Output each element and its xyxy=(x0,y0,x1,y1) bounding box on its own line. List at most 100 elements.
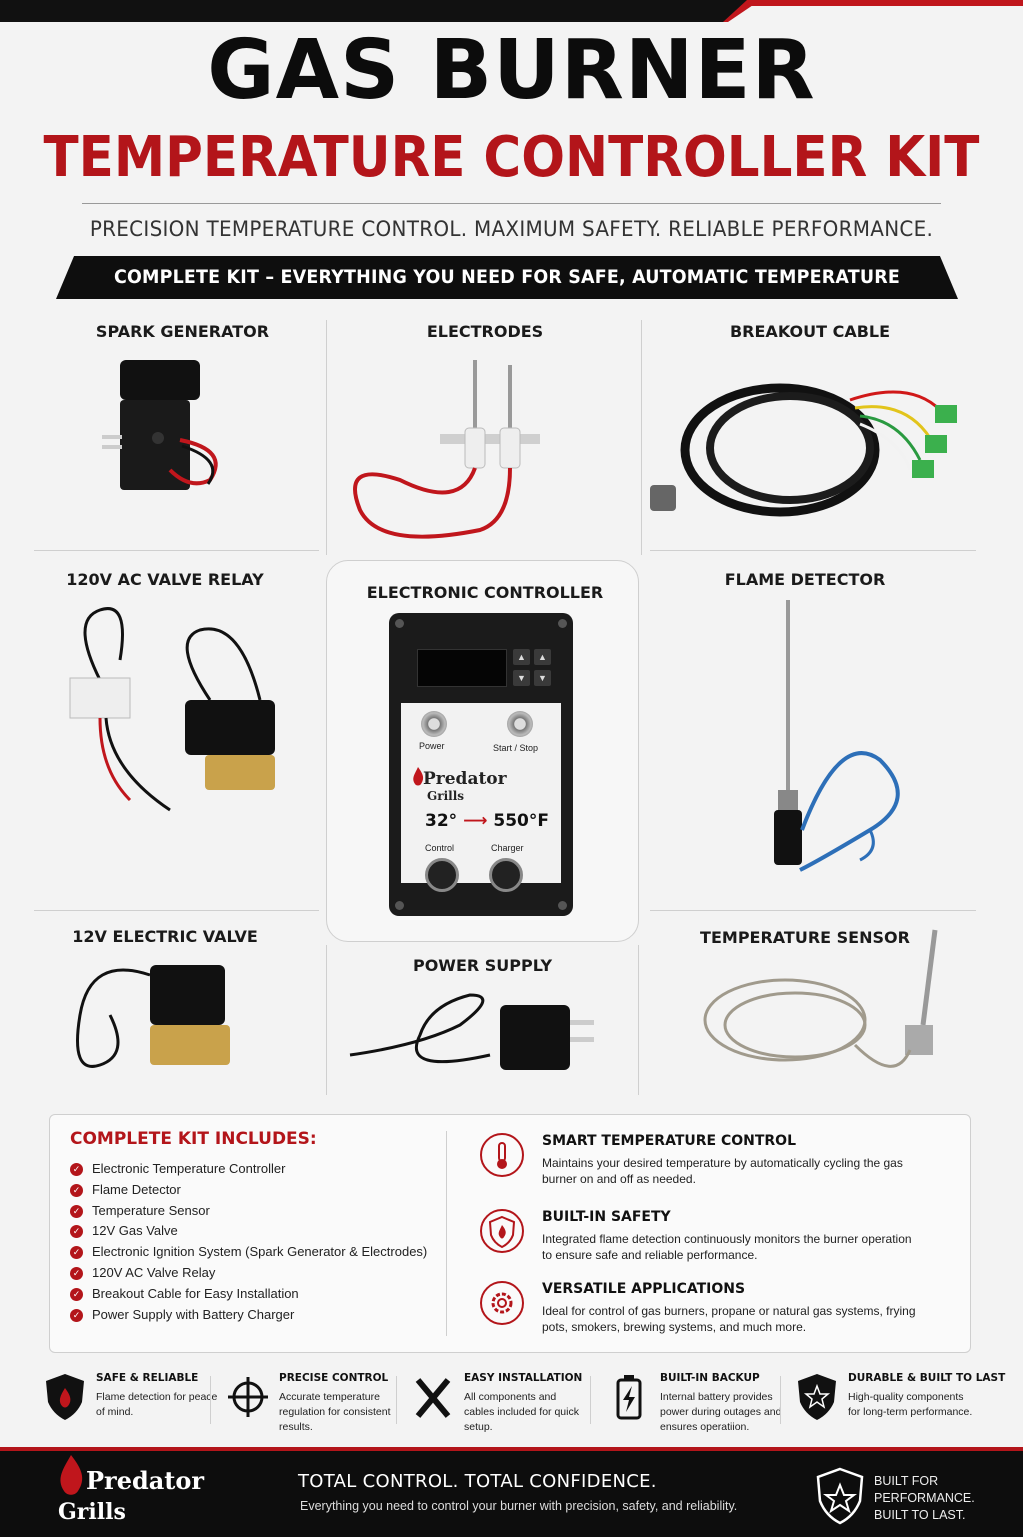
down-arrow-icon[interactable]: ▼ xyxy=(513,670,530,686)
separator xyxy=(210,1376,211,1424)
flame-icon xyxy=(413,767,424,786)
power-button[interactable] xyxy=(421,711,447,737)
flame-detector-image xyxy=(774,600,900,872)
label-breakout-cable: BREAKOUT CABLE xyxy=(729,322,891,341)
bottom-feature-title: EASY INSTALLATION xyxy=(464,1372,583,1384)
built-line: BUILT TO LAST. xyxy=(874,1508,966,1522)
bottom-feature-desc: Accurate temperature regulation for cons… xyxy=(279,1391,391,1433)
label-temperature-sensor: TEMPERATURE SENSOR xyxy=(700,928,910,947)
feature-desc: Ideal for control of gas burners, propan… xyxy=(542,1304,916,1334)
tools-icon xyxy=(415,1378,451,1418)
controller-face: Power Start / Stop Predator Grills 32° ⟶… xyxy=(401,703,561,892)
check-icon: ✓ xyxy=(70,1225,83,1239)
grid-line xyxy=(326,945,327,1095)
label-electrodes: ELECTRODES xyxy=(426,322,544,341)
grid-line xyxy=(650,550,976,551)
list-item: ✓Temperature Sensor xyxy=(70,1201,427,1222)
charger-port-label: Charger xyxy=(491,843,524,853)
battery-icon xyxy=(616,1375,642,1420)
label-electric-valve: 12V ELECTRIC VALVE xyxy=(72,927,258,946)
temp-low: 32° xyxy=(425,811,458,831)
label-power-supply: POWER SUPPLY xyxy=(412,956,553,975)
controller-brand: Predator xyxy=(423,769,507,789)
feature-title: SMART TEMPERATURE CONTROL xyxy=(542,1133,797,1149)
top-bar xyxy=(0,0,1023,22)
grid-line xyxy=(641,320,642,555)
gear-icon xyxy=(480,1281,524,1325)
star-shield-icon xyxy=(798,1374,836,1420)
flame-shield-icon xyxy=(46,1374,84,1420)
power-supply-image xyxy=(349,993,594,1070)
list-item: ✓Flame Detector xyxy=(70,1180,427,1201)
controller-brand-sub: Grills xyxy=(427,789,465,803)
up-arrow-icon[interactable]: ▲ xyxy=(513,649,530,665)
label-spark-generator: SPARK GENERATOR xyxy=(95,322,270,341)
grid-line xyxy=(34,910,319,911)
check-icon: ✓ xyxy=(70,1204,83,1218)
grid-line xyxy=(638,945,639,1095)
control-port-label: Control xyxy=(425,843,455,853)
title-line2: TEMPERATURE CONTROLLER KIT xyxy=(43,125,980,190)
electric-valve-image xyxy=(76,965,230,1068)
bottom-feature-title: BUILT-IN BACKUP xyxy=(660,1372,760,1384)
screw xyxy=(558,901,567,910)
kit-includes-box: COMPLETE KIT INCLUDES: ✓Electronic Tempe… xyxy=(49,1114,971,1353)
spark-generator-image xyxy=(102,360,218,490)
footer-rule xyxy=(0,1447,1023,1451)
bottom-feature-desc: All components and cables included for q… xyxy=(464,1391,579,1433)
bottom-feature-title: SAFE & RELIABLE xyxy=(96,1372,199,1384)
list-item: ✓120V AC Valve Relay xyxy=(70,1263,427,1284)
footer-subtext: Everything you need to control your burn… xyxy=(300,1499,738,1513)
screw xyxy=(395,901,404,910)
bottom-feature-desc: Internal battery provides power during o… xyxy=(660,1391,782,1433)
crosshair-icon xyxy=(228,1377,268,1417)
check-icon: ✓ xyxy=(70,1308,83,1322)
footer-brand: Predator xyxy=(86,1466,205,1495)
kit-banner-text: COMPLETE KIT – EVERYTHING YOU NEED FOR S… xyxy=(113,266,901,331)
charger-port[interactable] xyxy=(489,858,523,892)
label-valve-relay: 120V AC VALVE RELAY xyxy=(66,570,264,589)
temp-high: 550°F xyxy=(493,811,549,831)
list-item: ✓12V Gas Valve xyxy=(70,1221,427,1242)
control-port[interactable] xyxy=(425,858,459,892)
label-flame-detector: FLAME DETECTOR xyxy=(724,570,886,589)
grid-line xyxy=(650,910,976,911)
flame-icon xyxy=(60,1455,83,1495)
feature-desc: Integrated flame detection continuously … xyxy=(542,1232,912,1262)
footer-brand-sub: Grills xyxy=(58,1499,126,1525)
bottom-feature-desc: High-quality components for long-term pe… xyxy=(848,1391,973,1418)
start-stop-button[interactable] xyxy=(507,711,533,737)
includes-list: ✓Electronic Temperature Controller ✓Flam… xyxy=(70,1159,427,1325)
bottom-feature-desc: Flame detection for peace of mind. xyxy=(96,1391,218,1418)
grid-line xyxy=(326,320,327,555)
bottom-features: SAFE & RELIABLE Flame detection for peac… xyxy=(30,1366,1005,1438)
up-arrow-icon[interactable]: ▲ xyxy=(534,649,551,665)
includes-title: COMPLETE KIT INCLUDES: xyxy=(70,1129,317,1149)
grid-line xyxy=(34,550,319,551)
check-icon: ✓ xyxy=(70,1287,83,1301)
check-icon: ✓ xyxy=(70,1266,83,1280)
controller-device: ▲ ▲ ▼ ▼ Power Start / Stop Predator Gril… xyxy=(389,613,573,916)
separator xyxy=(396,1376,397,1424)
arrow-right-icon: ⟶ xyxy=(463,811,488,831)
separator xyxy=(780,1376,781,1424)
temperature-sensor-image xyxy=(703,929,938,1068)
built-line: BUILT FOR xyxy=(874,1474,939,1488)
list-item: ✓Electronic Ignition System (Spark Gener… xyxy=(70,1242,427,1263)
star-shield-icon xyxy=(816,1467,864,1525)
feature-title: VERSATILE APPLICATIONS xyxy=(542,1281,746,1297)
check-icon: ✓ xyxy=(70,1183,83,1197)
title-rule xyxy=(82,203,941,204)
breakout-cable-image xyxy=(650,383,957,517)
list-item: ✓Power Supply with Battery Charger xyxy=(70,1305,427,1326)
footer-slogan: TOTAL CONTROL. TOTAL CONFIDENCE. xyxy=(298,1471,657,1492)
controller-display xyxy=(417,649,507,687)
check-icon: ✓ xyxy=(70,1246,83,1260)
bottom-feature-title: DURABLE & BUILT TO LAST xyxy=(848,1372,1006,1384)
down-arrow-icon[interactable]: ▼ xyxy=(534,670,551,686)
temp-range: 32° ⟶ 550°F xyxy=(425,811,549,831)
tagline: PRECISION TEMPERATURE CONTROL. MAXIMUM S… xyxy=(89,217,934,241)
kit-banner: COMPLETE KIT – EVERYTHING YOU NEED FOR S… xyxy=(56,256,958,299)
list-item: ✓Breakout Cable for Easy Installation xyxy=(70,1284,427,1305)
bottom-feature-title: PRECISE CONTROL xyxy=(279,1372,389,1384)
